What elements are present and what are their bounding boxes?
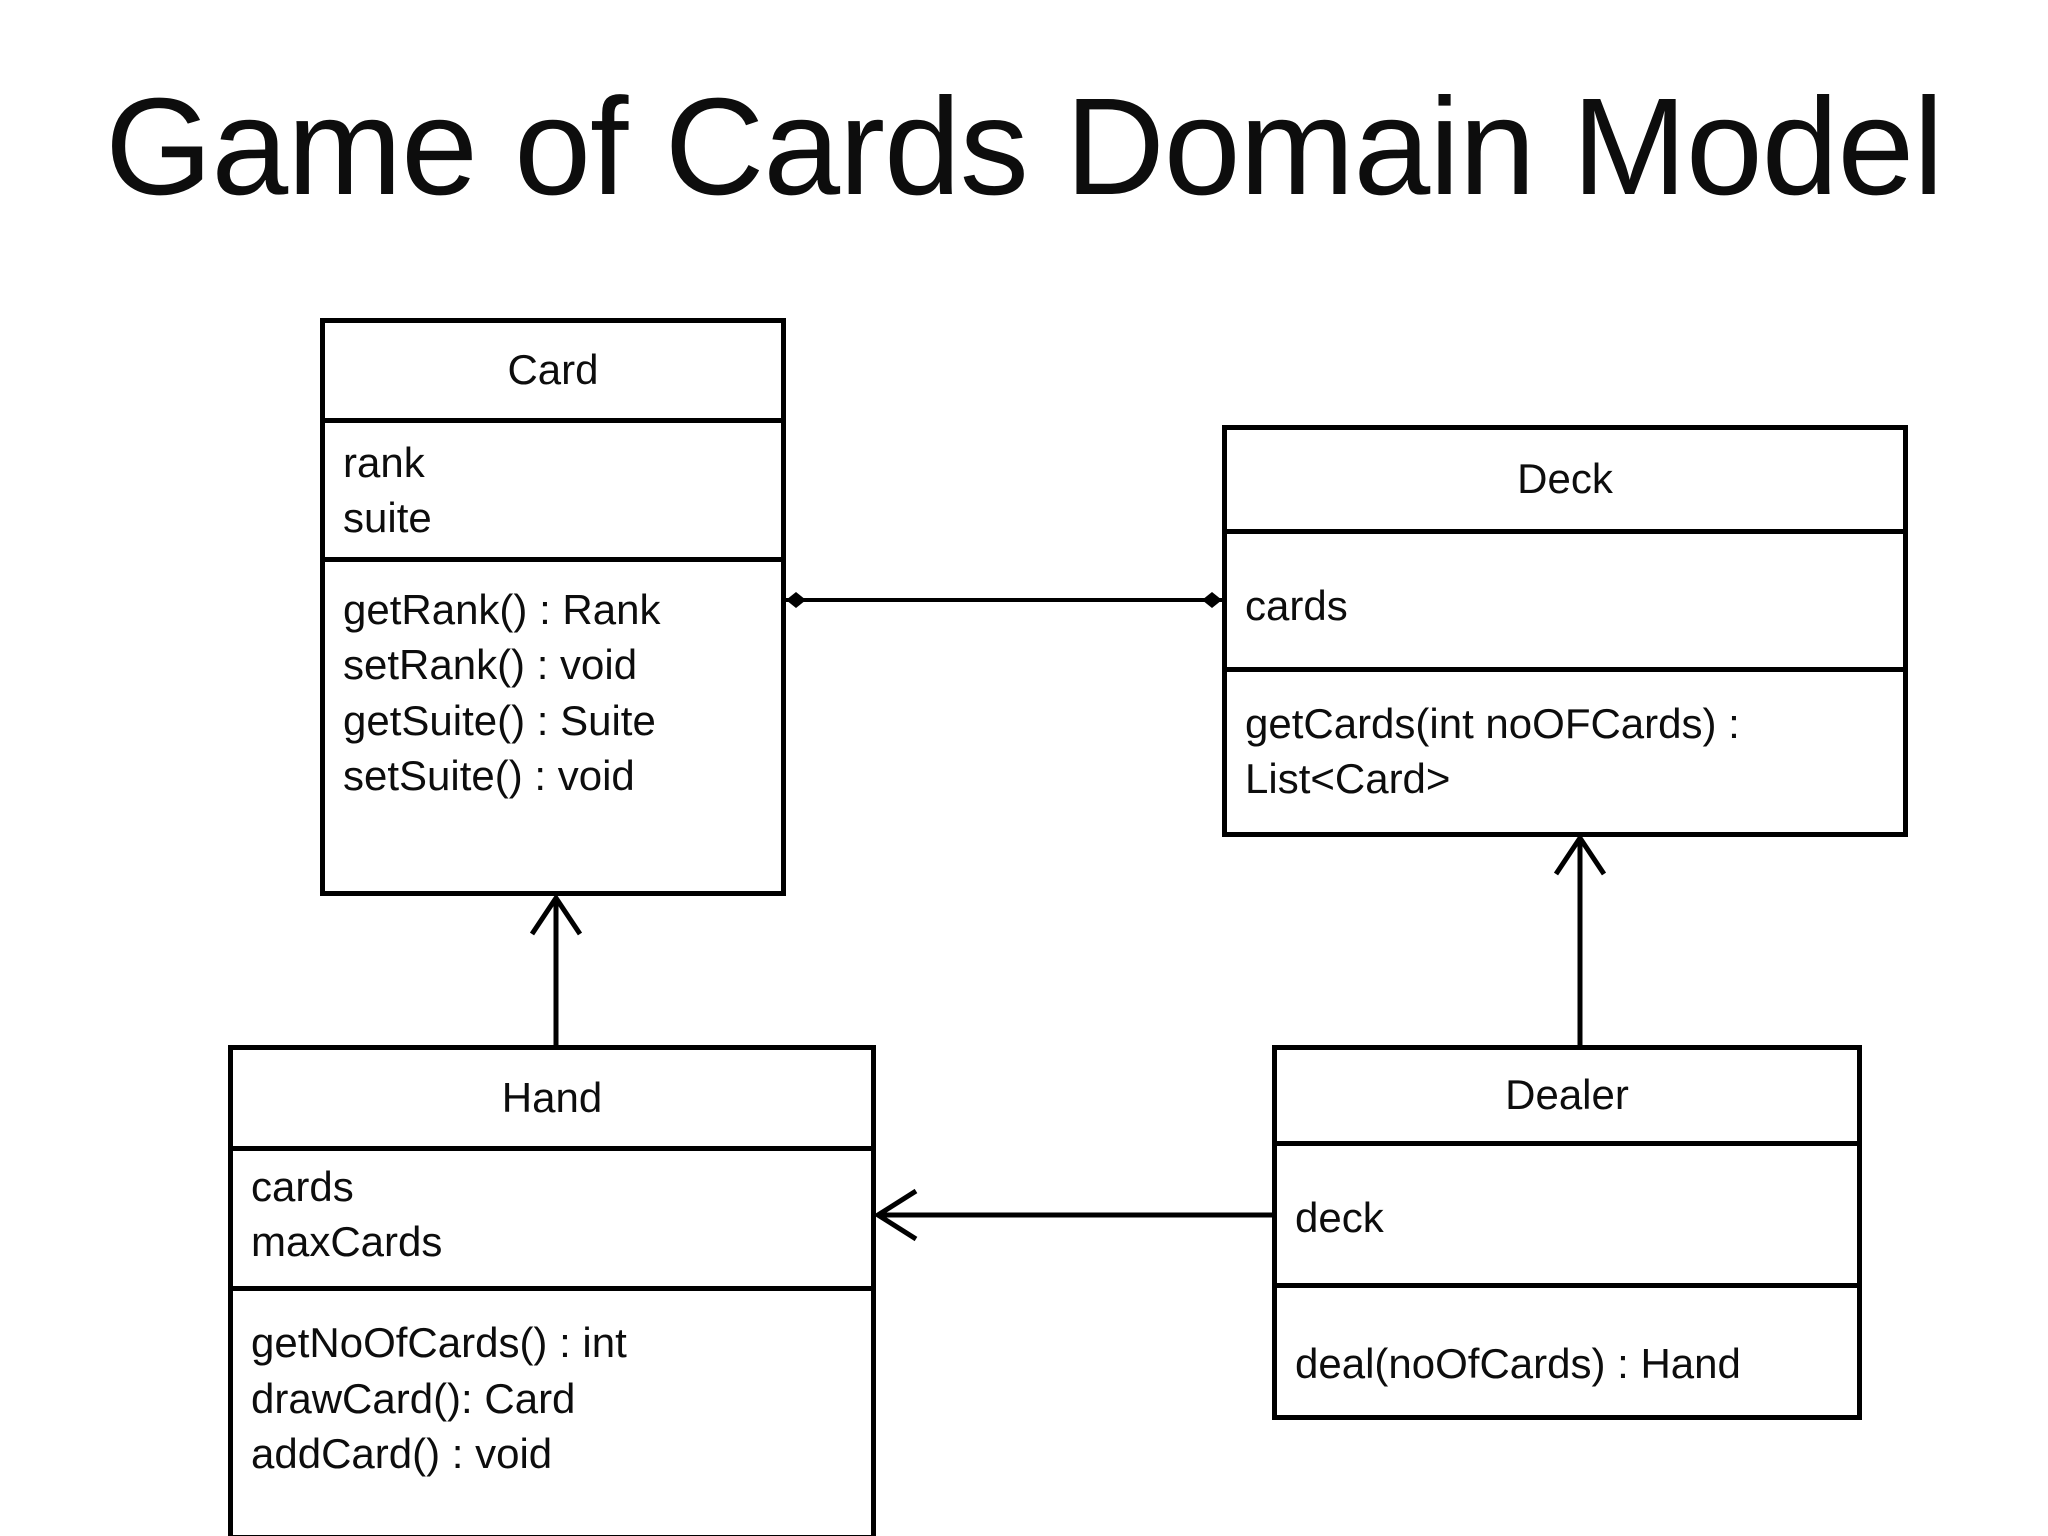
methods-compartment-deck: getCards(int noOFCards) : List<Card> bbox=[1227, 672, 1903, 832]
attributes-compartment-dealer: deck bbox=[1277, 1146, 1857, 1289]
connector-card-deck bbox=[786, 592, 1222, 608]
connector-dealer-deck bbox=[1556, 838, 1604, 1045]
methods-compartment-card: getRank() : Rank setRank() : void getSui… bbox=[325, 562, 781, 891]
uml-class-deck[interactable]: Deck cards getCards(int noOFCards) : Lis… bbox=[1222, 425, 1908, 837]
open-arrowhead-up bbox=[532, 898, 580, 934]
method-row: addCard() : void bbox=[251, 1430, 553, 1478]
class-name-hand: Hand bbox=[233, 1050, 871, 1151]
open-arrowhead-left bbox=[878, 1191, 916, 1239]
method-row: getCards(int noOFCards) : List<Card> bbox=[1245, 700, 1752, 803]
attribute-row: suite bbox=[343, 494, 432, 542]
method-row: getSuite() : Suite bbox=[343, 696, 656, 744]
open-arrowhead-up bbox=[1556, 838, 1604, 874]
connector-hand-card bbox=[532, 898, 580, 1045]
method-row: setRank() : void bbox=[343, 641, 638, 689]
attribute-row: deck bbox=[1295, 1194, 1384, 1242]
method-row: setSuite() : void bbox=[343, 752, 635, 800]
page-title: Game of Cards Domain Model bbox=[105, 70, 1944, 224]
attributes-compartment-hand: cards maxCards bbox=[233, 1151, 871, 1292]
diamond-marker-card-end bbox=[786, 592, 806, 608]
method-row: getNoOfCards() : int bbox=[251, 1319, 627, 1367]
methods-compartment-dealer: deal(noOfCards) : Hand bbox=[1277, 1288, 1857, 1415]
class-name-dealer: Dealer bbox=[1277, 1050, 1857, 1147]
connector-dealer-hand bbox=[878, 1191, 1272, 1239]
method-row: deal(noOfCards) : Hand bbox=[1295, 1340, 1741, 1388]
method-row: getRank() : Rank bbox=[343, 586, 661, 633]
class-name-deck: Deck bbox=[1227, 430, 1903, 534]
methods-compartment-hand: getNoOfCards() : int drawCard(): Card ad… bbox=[233, 1291, 871, 1535]
uml-class-card[interactable]: Card rank suite getRank() : Rank setRank… bbox=[320, 318, 786, 896]
uml-class-hand[interactable]: Hand cards maxCards getNoOfCards() : int… bbox=[228, 1045, 876, 1536]
attributes-compartment-deck: cards bbox=[1227, 534, 1903, 672]
uml-class-dealer[interactable]: Dealer deck deal(noOfCards) : Hand bbox=[1272, 1045, 1862, 1420]
class-name-card: Card bbox=[325, 323, 781, 423]
attribute-row: cards bbox=[251, 1162, 354, 1210]
attribute-row: cards bbox=[1245, 582, 1348, 629]
attributes-compartment-card: rank suite bbox=[325, 423, 781, 562]
attribute-row: rank bbox=[343, 439, 425, 486]
method-row: drawCard(): Card bbox=[251, 1374, 576, 1422]
diamond-marker-deck-end bbox=[1202, 592, 1222, 608]
attribute-row: maxCards bbox=[251, 1218, 443, 1266]
